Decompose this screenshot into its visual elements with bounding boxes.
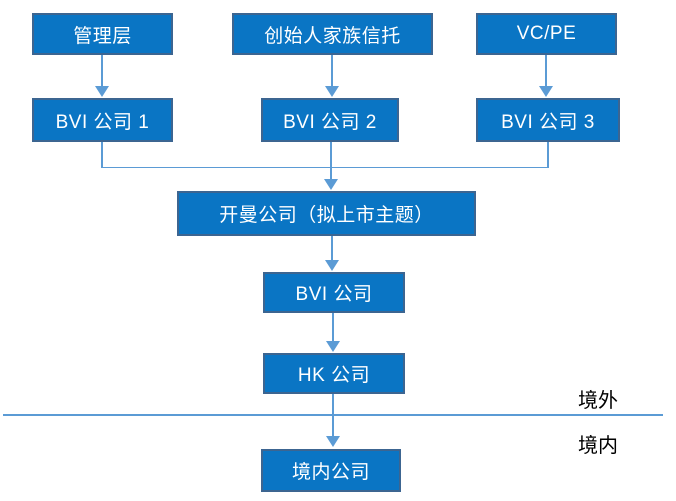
arrow-down-icon [324,179,338,190]
node-hk-company: HK 公司 [263,353,405,394]
node-founder-family-trust: 创始人家族信托 [232,13,433,55]
connector-bvi3-down [547,142,549,168]
node-management: 管理层 [32,13,173,55]
node-bvi-company: BVI 公司 [263,272,405,313]
arrow-down-icon [539,86,553,97]
node-vc-pe: VC/PE [476,13,617,55]
node-bvi-company-2: BVI 公司 2 [261,98,399,142]
connector-management-to-bvi1 [101,55,103,88]
onshore-region-label: 境内 [578,435,618,457]
node-domestic-company: 境内公司 [261,449,401,492]
arrow-down-icon [325,260,339,271]
arrow-down-icon [95,86,109,97]
arrow-down-icon [325,86,339,97]
connector-bvi-to-hk [332,313,334,342]
connector-vcpe-to-bvi3 [545,55,547,88]
connector-bvi1-down [101,142,103,168]
arrow-down-icon [326,436,340,447]
connector-cayman-to-bvi [331,236,333,261]
connector-merge-to-cayman [330,142,332,180]
node-bvi-company-3: BVI 公司 3 [476,98,620,142]
arrow-down-icon [326,341,340,352]
connector-merge-bar [101,166,549,168]
node-bvi-company-1: BVI 公司 1 [32,98,173,142]
offshore-region-label: 境外 [578,390,618,412]
connector-trust-to-bvi2 [331,55,333,88]
node-cayman-listing-entity: 开曼公司（拟上市主题） [177,191,476,236]
offshore-onshore-divider [3,414,663,416]
